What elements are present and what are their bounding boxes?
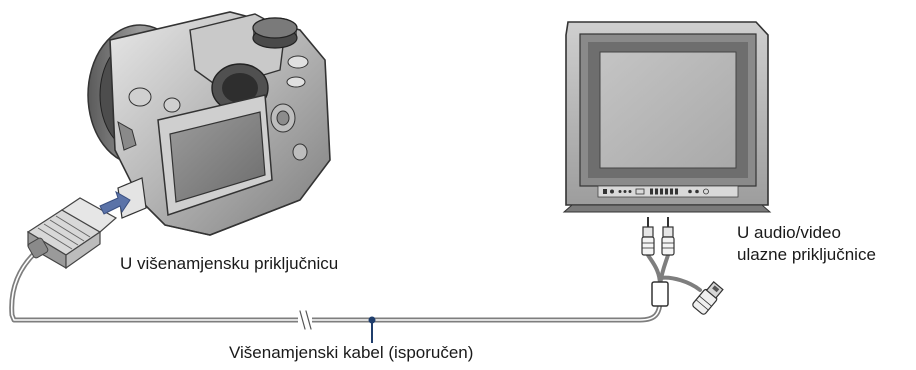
rca-plug-left: [641, 217, 655, 256]
rca-plug-right: [661, 217, 675, 256]
insertion-arrow-icon: [99, 190, 131, 215]
av-input-label-line1: U audio/video: [737, 223, 841, 242]
av-branch-right: [658, 253, 670, 287]
av-input-label: U audio/video ulazne priključnice: [737, 222, 876, 266]
multi-use-cable: [9, 247, 702, 330]
av-input-label-line2: ulazne priključnice: [737, 245, 876, 264]
multi-connector-plug-icon: [26, 197, 118, 270]
tv-screen: [599, 51, 737, 169]
cable-break-mark: [298, 310, 312, 330]
camera-lcd-screen: [169, 111, 266, 203]
cable-label: Višenamjenski kabel (isporučen): [229, 343, 474, 362]
usb-branch: [658, 275, 702, 292]
cable-callout: [368, 316, 376, 343]
usb-plug-icon: [692, 281, 724, 315]
ferrite-core: [651, 281, 669, 307]
rca-plug-icon: [641, 217, 675, 256]
camera-icon: [87, 11, 331, 236]
multi-connector-label: U višenamjensku priključnicu: [120, 254, 339, 273]
av-branch-left: [646, 253, 662, 287]
tv-icon: [562, 21, 772, 213]
